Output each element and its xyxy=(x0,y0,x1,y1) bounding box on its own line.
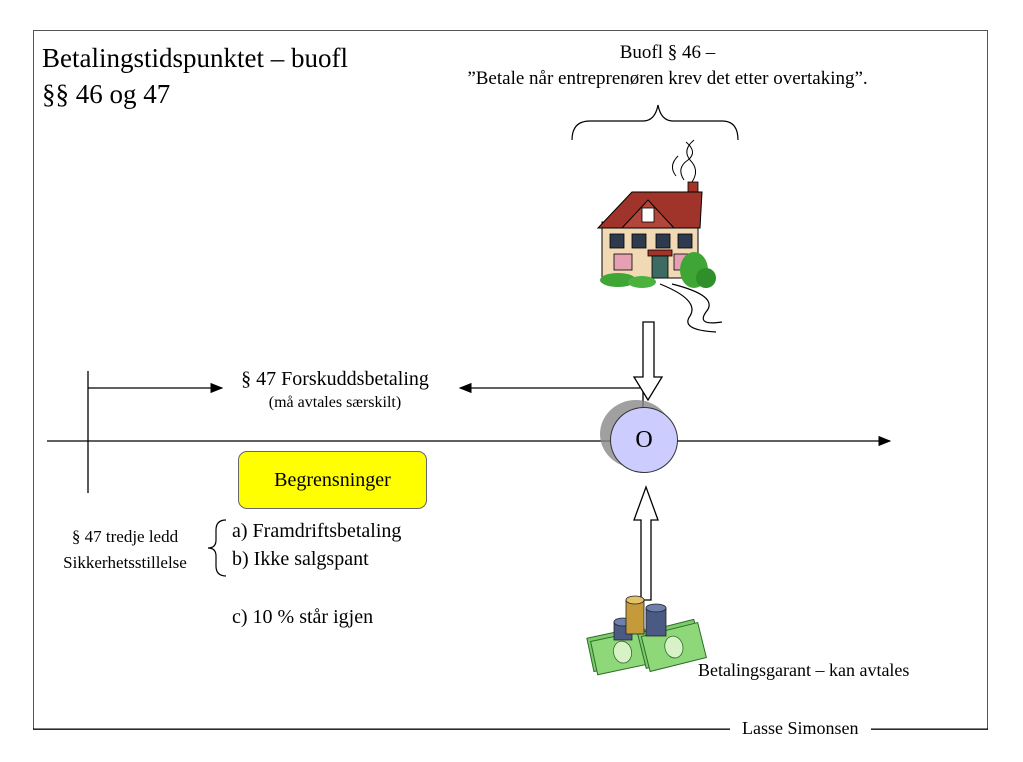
buofl46-heading: Buofl § 46 – xyxy=(619,42,716,63)
slide-title: Betalingstidspunktet – buofl §§ 46 og 47 xyxy=(42,43,348,109)
begrensninger-label: Begrensninger xyxy=(274,468,391,491)
money-coins-icon xyxy=(586,595,707,676)
brace-items xyxy=(207,519,227,577)
brace-top xyxy=(571,104,739,141)
forskudd-arrow-left xyxy=(458,382,644,407)
hollow-arrow-down xyxy=(632,321,664,402)
overtakelse-label: O xyxy=(635,426,653,453)
forskudd-caption: § 47 Forskuddsbetaling (må avtales særsk… xyxy=(220,366,450,414)
hollow-arrow-up xyxy=(633,485,659,601)
forskudd-sublabel: (må avtales særskilt) xyxy=(268,394,402,411)
item-framdriftsbetaling: a) Framdriftsbetaling xyxy=(232,520,402,542)
sikkerhet-caption: § 47 tredje ledd Sikkerhetsstillelse xyxy=(40,524,210,576)
sikkerhet-line2: Sikkerhetsstillelse xyxy=(63,553,187,572)
begrensninger-box: Begrensninger xyxy=(238,451,427,509)
footer-author: Lasse Simonsen xyxy=(730,716,871,740)
item-ti-prosent: c) 10 % står igjen xyxy=(232,606,374,628)
sikkerhet-line1: § 47 tredje ledd xyxy=(71,527,179,546)
house-icon xyxy=(596,139,723,333)
buofl46-caption: Buofl § 46 – ”Betale når entreprenøren k… xyxy=(395,40,940,92)
buofl46-quote: ”Betale når entreprenøren krev det etter… xyxy=(467,68,868,89)
forskudd-label: § 47 Forskuddsbetaling xyxy=(241,368,429,390)
betalingsgarant-label: Betalingsgarant – kan avtales xyxy=(698,660,910,680)
item-ikke-salgspant: b) Ikke salgspant xyxy=(232,548,369,570)
overtakelse-marker: O xyxy=(610,407,678,473)
